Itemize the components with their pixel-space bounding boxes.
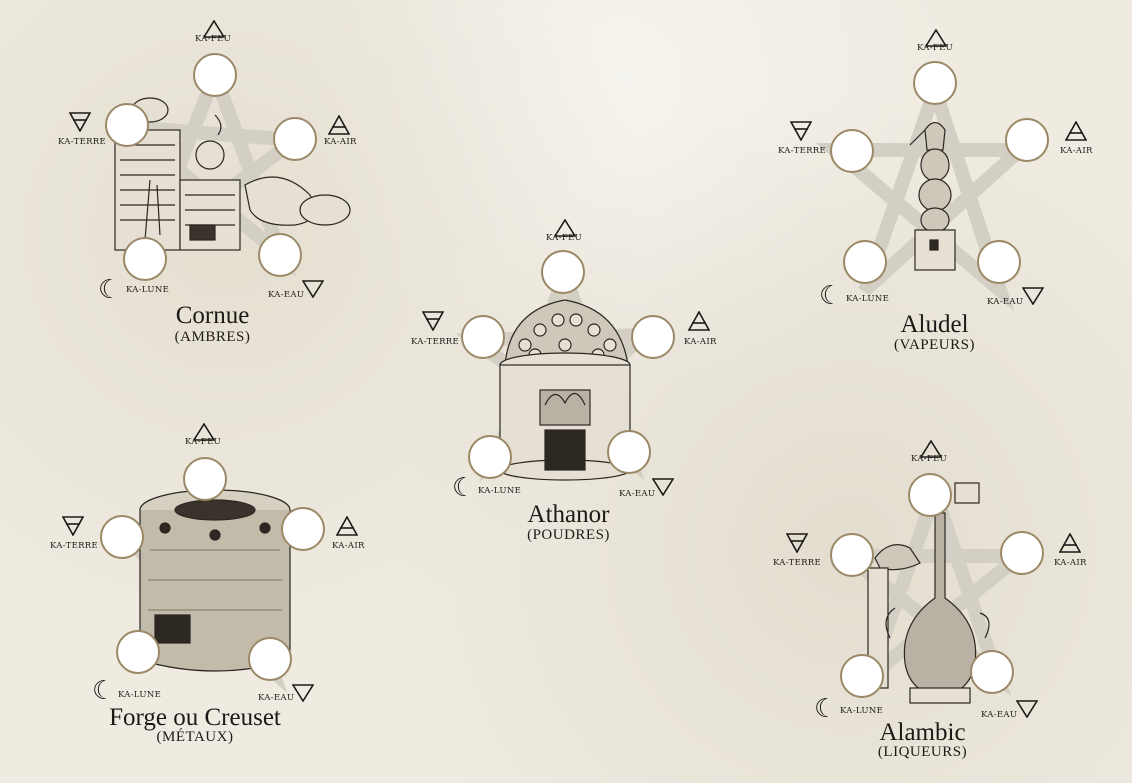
slot-aludel-feu[interactable] xyxy=(913,61,957,105)
slot-cornue-air[interactable] xyxy=(273,117,317,161)
moon-symbol-icon: ☾ xyxy=(92,676,116,706)
label-eau: KA-EAU xyxy=(987,297,1024,307)
earth-symbol-icon xyxy=(62,516,84,536)
station-title-forge: Forge ou Creuset xyxy=(109,704,281,731)
station-title-aludel: Aludel xyxy=(900,311,969,338)
station-subtitle-alambic: (LIQUEURS) xyxy=(877,744,968,760)
label-feu: KA-FEU xyxy=(185,437,222,447)
label-lune: KA-LUNE xyxy=(478,486,522,496)
slot-cornue-lune[interactable] xyxy=(123,237,167,281)
slot-athanor-eau[interactable] xyxy=(607,430,651,474)
fire-symbol-icon xyxy=(193,423,215,441)
water-symbol-icon xyxy=(1022,287,1044,305)
station-title-cornue: Cornue xyxy=(175,302,250,329)
label-air: KA-AIR xyxy=(1054,558,1087,568)
station-subtitle-athanor: (POUDRES) xyxy=(527,527,610,543)
slot-aludel-air[interactable] xyxy=(1005,118,1049,162)
station-subtitle-forge: (MÉTAUX) xyxy=(156,729,234,745)
water-symbol-icon xyxy=(652,478,674,496)
water-symbol-icon xyxy=(292,684,314,702)
station-title-alambic: Alambic xyxy=(879,719,966,746)
earth-symbol-icon xyxy=(69,112,91,132)
fire-symbol-icon xyxy=(925,29,947,47)
slot-forge-feu[interactable] xyxy=(183,457,227,501)
air-symbol-icon xyxy=(1059,533,1081,553)
station-title-athanor: Athanor xyxy=(527,501,610,528)
slot-forge-eau[interactable] xyxy=(248,637,292,681)
water-symbol-icon xyxy=(302,280,324,298)
slot-cornue-feu[interactable] xyxy=(193,53,237,97)
label-eau: KA-EAU xyxy=(268,290,305,300)
slot-forge-terre[interactable] xyxy=(100,515,144,559)
label-air: KA-AIR xyxy=(324,137,357,147)
label-air: KA-AIR xyxy=(1060,146,1093,156)
fire-symbol-icon xyxy=(920,440,942,458)
slot-forge-air[interactable] xyxy=(281,507,325,551)
label-terre: KA-TERRE xyxy=(58,137,106,147)
label-terre: KA-TERRE xyxy=(50,541,98,551)
label-feu: KA-FEU xyxy=(195,34,232,44)
label-eau: KA-EAU xyxy=(981,710,1018,720)
earth-symbol-icon xyxy=(786,533,808,553)
slot-athanor-lune[interactable] xyxy=(468,435,512,479)
label-feu: KA-FEU xyxy=(546,233,583,243)
station-alambic: KA-FEU KA-AIR KA-EAU ☾ KA-LUNE KA-TERRE … xyxy=(770,438,1100,773)
air-symbol-icon xyxy=(336,516,358,536)
moon-symbol-icon: ☾ xyxy=(452,473,476,503)
forge-crucible-illustration xyxy=(139,489,291,672)
station-aludel: KA-FEU KA-AIR KA-EAU ☾ KA-LUNE KA-TERRE … xyxy=(775,25,1105,360)
slot-forge-lune[interactable] xyxy=(116,630,160,674)
athanor-furnace-illustration xyxy=(499,299,631,481)
slot-aludel-terre[interactable] xyxy=(830,129,874,173)
station-subtitle-cornue: (AMBRES) xyxy=(174,329,251,345)
station-athanor: KA-FEU KA-AIR KA-EAU ☾ KA-LUNE KA-TERRE … xyxy=(400,215,716,550)
aludel-column-illustration xyxy=(909,121,956,271)
station-subtitle-aludel: (VAPEURS) xyxy=(894,337,975,353)
label-lune: KA-LUNE xyxy=(840,706,884,716)
station-forge: KA-FEU KA-AIR KA-EAU ☾ KA-LUNE KA-TERRE … xyxy=(40,420,370,755)
air-symbol-icon xyxy=(1065,121,1087,141)
label-air: KA-AIR xyxy=(684,337,717,347)
slot-aludel-eau[interactable] xyxy=(977,240,1021,284)
slot-alambic-feu[interactable] xyxy=(908,473,952,517)
label-eau: KA-EAU xyxy=(619,489,656,499)
moon-symbol-icon: ☾ xyxy=(814,694,838,724)
slot-athanor-air[interactable] xyxy=(631,315,675,359)
label-terre: KA-TERRE xyxy=(773,558,821,568)
label-feu: KA-FEU xyxy=(911,454,948,464)
label-terre: KA-TERRE xyxy=(411,337,459,347)
label-eau: KA-EAU xyxy=(258,693,295,703)
air-symbol-icon xyxy=(328,115,350,135)
label-feu: KA-FEU xyxy=(917,43,954,53)
fire-symbol-icon xyxy=(554,219,576,237)
slot-athanor-feu[interactable] xyxy=(541,250,585,294)
slot-alambic-air[interactable] xyxy=(1000,531,1044,575)
slot-cornue-terre[interactable] xyxy=(105,103,149,147)
slot-alambic-terre[interactable] xyxy=(830,533,874,577)
earth-symbol-icon xyxy=(790,121,812,141)
slot-alambic-eau[interactable] xyxy=(970,650,1014,694)
slot-cornue-eau[interactable] xyxy=(258,233,302,277)
air-symbol-icon xyxy=(688,311,710,331)
label-lune: KA-LUNE xyxy=(118,690,162,700)
moon-symbol-icon: ☾ xyxy=(98,275,122,305)
station-cornue: KA-FEU KA-AIR KA-EAU ☾ KA-LUNE KA-TERRE … xyxy=(40,15,370,350)
slot-aludel-lune[interactable] xyxy=(843,240,887,284)
slot-athanor-terre[interactable] xyxy=(461,315,505,359)
fire-symbol-icon xyxy=(203,20,225,38)
water-symbol-icon xyxy=(1016,700,1038,718)
earth-symbol-icon xyxy=(422,311,444,331)
label-air: KA-AIR xyxy=(332,541,365,551)
moon-symbol-icon: ☾ xyxy=(819,281,843,311)
slot-alambic-lune[interactable] xyxy=(840,654,884,698)
label-lune: KA-LUNE xyxy=(126,285,170,295)
label-lune: KA-LUNE xyxy=(846,294,890,304)
label-terre: KA-TERRE xyxy=(778,146,826,156)
